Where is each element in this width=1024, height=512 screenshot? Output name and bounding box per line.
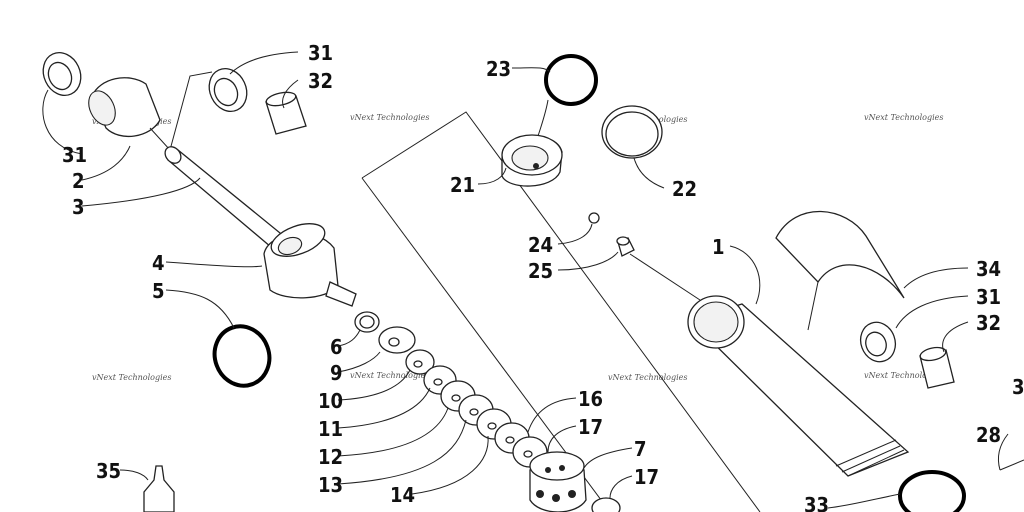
callout-14: 14 bbox=[390, 483, 415, 507]
shaft-thread bbox=[325, 281, 357, 307]
callout-12: 12 bbox=[318, 445, 343, 469]
part-6-washer bbox=[354, 311, 380, 333]
valve-axis-line bbox=[629, 253, 701, 301]
callout-32-right: 32 bbox=[976, 311, 1001, 335]
part-35-oil-bottle bbox=[143, 465, 175, 512]
callout-10: 10 bbox=[318, 389, 343, 413]
callout-labels: 31 32 31 2 3 4 5 6 9 10 11 12 13 14 16 1… bbox=[62, 41, 1024, 512]
callout-16: 16 bbox=[578, 387, 603, 411]
callout-17-upper: 17 bbox=[578, 415, 603, 439]
callout-33: 33 bbox=[804, 493, 829, 512]
callout-25: 25 bbox=[528, 259, 553, 283]
part-2-eyelet bbox=[88, 77, 161, 138]
part-21-floating-piston bbox=[501, 134, 563, 187]
watermark-4: vNext Technologies bbox=[864, 113, 943, 122]
reservoir-frame bbox=[361, 111, 761, 512]
callout-22: 22 bbox=[672, 177, 697, 201]
watermark-5: vNext Technologies bbox=[92, 373, 171, 382]
part-17-shim-lower bbox=[591, 497, 621, 512]
callout-6: 6 bbox=[330, 335, 343, 359]
part-28-pointer bbox=[999, 459, 1024, 471]
part-7-piston bbox=[529, 451, 587, 512]
part-31-bushing-right bbox=[859, 321, 897, 363]
valve-shim-stack bbox=[378, 326, 548, 468]
callout-32-top: 32 bbox=[308, 69, 333, 93]
callout-4: 4 bbox=[152, 251, 165, 275]
callout-2: 2 bbox=[72, 169, 85, 193]
callout-34: 34 bbox=[976, 257, 1001, 281]
part-31-bushing-left bbox=[42, 52, 82, 96]
part-1-body bbox=[687, 295, 910, 477]
shield-pointer bbox=[807, 281, 819, 331]
callout-35: 35 bbox=[96, 459, 121, 483]
eyelet-bracket bbox=[149, 71, 213, 152]
callout-5: 5 bbox=[152, 279, 165, 303]
watermark-8: vNext Technologies bbox=[864, 371, 943, 380]
callout-3x-edge: 3 bbox=[1012, 375, 1024, 399]
watermark-6: vNext Technologies bbox=[350, 371, 429, 380]
callout-28: 28 bbox=[976, 423, 1001, 447]
callout-1: 1 bbox=[712, 235, 725, 259]
part-24-o-ring-small bbox=[588, 212, 600, 224]
callout-9: 9 bbox=[330, 361, 343, 385]
callout-24: 24 bbox=[528, 233, 553, 257]
callout-31-right: 31 bbox=[976, 285, 1001, 309]
callout-31-left: 31 bbox=[62, 143, 87, 167]
part-22-seal-ring bbox=[601, 105, 663, 159]
watermark-2: vNext Technologies bbox=[350, 113, 429, 122]
part-5-o-ring bbox=[212, 324, 272, 388]
callout-13: 13 bbox=[318, 473, 343, 497]
part-32-sleeve-right bbox=[919, 346, 955, 389]
leader-lines bbox=[42, 51, 1009, 509]
callout-3: 3 bbox=[72, 195, 85, 219]
part-32-sleeve-top bbox=[265, 91, 307, 135]
part-23-o-ring bbox=[544, 54, 598, 106]
part-33-o-ring bbox=[898, 470, 966, 512]
callout-31-top: 31 bbox=[308, 41, 333, 65]
part-31-bushing-top bbox=[208, 68, 248, 112]
part-25-valve bbox=[616, 236, 635, 257]
callout-23: 23 bbox=[486, 57, 511, 81]
callout-11: 11 bbox=[318, 417, 343, 441]
callout-21: 21 bbox=[450, 173, 475, 197]
callout-17-lower: 17 bbox=[634, 465, 659, 489]
watermark-7: vNext Technologies bbox=[608, 373, 687, 382]
part-34-heat-shield bbox=[775, 210, 905, 299]
callout-7: 7 bbox=[634, 437, 647, 461]
part-4-shaft-body bbox=[263, 223, 339, 299]
